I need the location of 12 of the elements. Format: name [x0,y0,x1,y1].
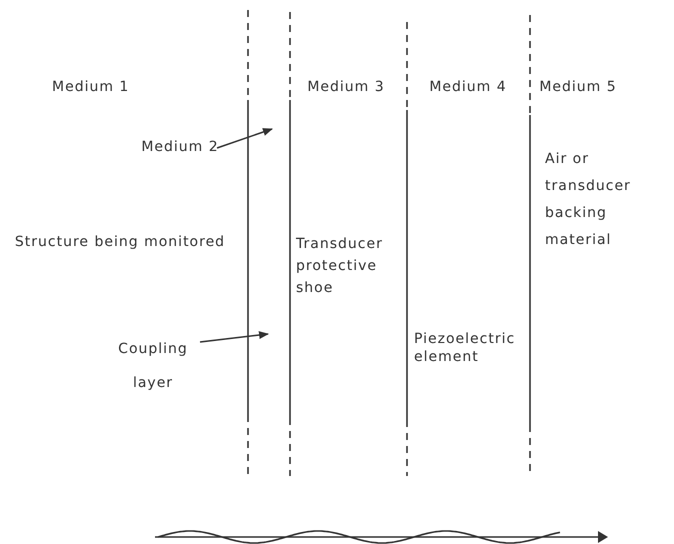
leader-arrow [200,331,269,343]
text-label: Air or transducer backing material [545,150,632,250]
text-label: Medium 4 [428,78,508,96]
text-label: Structure being monitored [14,233,226,252]
text-label: Medium 3 [306,78,386,96]
medium-label: Medium 2 [135,138,225,156]
text-label: Transducer protective shoe [296,235,384,298]
text-label: Medium 5 [538,78,618,96]
layer-label: Coupling layer [98,332,208,400]
text-label: Medium 1 [52,78,130,96]
text-label: Piezoelectric element [414,330,516,366]
leader-arrow [216,128,273,149]
